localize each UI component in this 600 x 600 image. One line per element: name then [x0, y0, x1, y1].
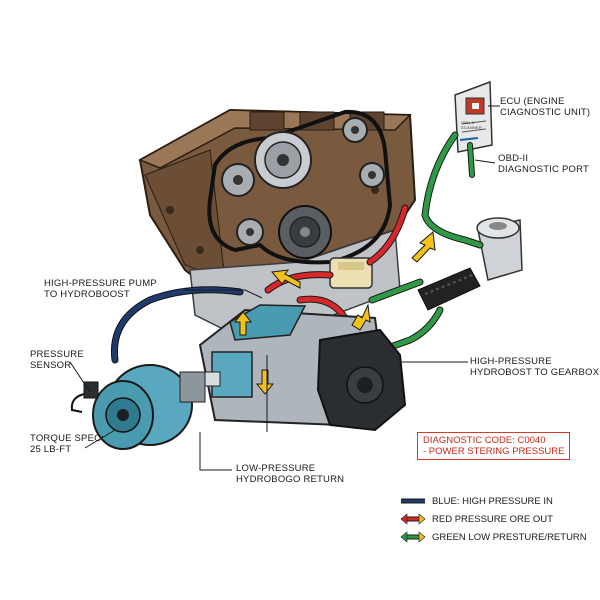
ecu-screen-line2: SCANNER — [461, 125, 482, 130]
crank-pulley-icon — [278, 205, 332, 259]
fluid-reservoir — [476, 217, 523, 281]
hydroboost-pump — [197, 304, 407, 432]
pump-label: HIGH-PRESSURE PUMP TO HYDROBOOST — [44, 278, 157, 300]
hp-gearbox-label-line1: HIGH-PRESSURE — [470, 356, 552, 367]
pump-label-line2: TO HYDROBOOST — [44, 289, 130, 300]
sensor-label: PRESSURE SENSOR — [30, 349, 84, 371]
red-arrow-icon — [400, 513, 426, 525]
diagnostic-code-line2: - POWER STERING PRESSURE — [423, 446, 565, 457]
low-return-label-line2: HYDROBOGO RETURN — [236, 474, 345, 485]
ecu-label-line1: ECU (ENGINE — [500, 96, 565, 107]
legend-text-blue: BLUE: HIGH PRESSURE IN — [432, 495, 553, 507]
obd-label-line2: DIAGNOSTIC PORT — [498, 164, 589, 175]
torque-label-line1: TORQUE SPEC: — [30, 433, 105, 444]
alternator-icon — [254, 131, 312, 189]
legend-row-red: RED PRESSURE ORE OUT — [400, 512, 553, 526]
steering-gearbox — [329, 257, 481, 311]
obd-label-line1: OBD-II — [498, 153, 529, 164]
ecu-screen-line1: OBD-II — [461, 120, 475, 125]
low-return-label-line1: LOW-PRESSURE — [236, 463, 316, 474]
legend-row-green: GREEN LOW PRESTURE/RETURN — [400, 530, 587, 544]
ecu-screen-text: OBD-II SCANNER — [461, 120, 482, 130]
legend-row-blue: BLUE: HIGH PRESSURE IN — [400, 494, 553, 508]
sensor-label-line1: PRESSURE — [30, 349, 84, 360]
pump-label-line1: HIGH-PRESSURE PUMP — [44, 278, 157, 289]
ecu-unit — [454, 80, 493, 153]
legend-text-red: RED PRESSURE ORE OUT — [432, 513, 553, 525]
blue-line-icon — [401, 498, 425, 504]
flow-arrows — [233, 231, 436, 395]
hp-gearbox-label-line2: HYDROBOST TO GEARBOX — [470, 367, 600, 378]
leader-lines — [69, 105, 500, 471]
belt-drive — [207, 109, 393, 265]
low-return-label: LOW-PRESSURE HYDROBOGO RETURN — [236, 463, 344, 485]
torque-label-line2: 25 LB-FT — [30, 444, 72, 455]
pressure-sensor-pump — [70, 364, 206, 450]
engine-block — [138, 108, 417, 291]
low-pressure-hoses — [368, 131, 484, 354]
sensor-label-line2: SENSOR — [30, 360, 72, 371]
green-arrow-icon — [400, 531, 426, 543]
legend-text-green: GREEN LOW PRESTURE/RETURN — [432, 531, 587, 543]
ecu-label: ECU (ENGINE CIAGNOSTIC UNIT) — [500, 96, 590, 118]
idler-pulley-icon — [221, 117, 385, 246]
torque-label: TORQUE SPEC: 25 LB-FT — [30, 433, 104, 455]
hp-gearbox-label: HIGH-PRESSURE HYDROBOST TO GEARBOX — [470, 356, 599, 378]
diagnostic-code-box: DIAGNOSTIC CODE: C0040 - POWER STERING P… — [417, 432, 571, 460]
obd-label: OBD-II DIAGNOSTIC PORT — [498, 153, 589, 175]
pressure-out-hoses — [264, 204, 409, 329]
diagnostic-code-line1: DIAGNOSTIC CODE: C0040 — [423, 435, 546, 446]
ecu-label-line2: CIAGNOSTIC UNIT) — [500, 107, 591, 118]
